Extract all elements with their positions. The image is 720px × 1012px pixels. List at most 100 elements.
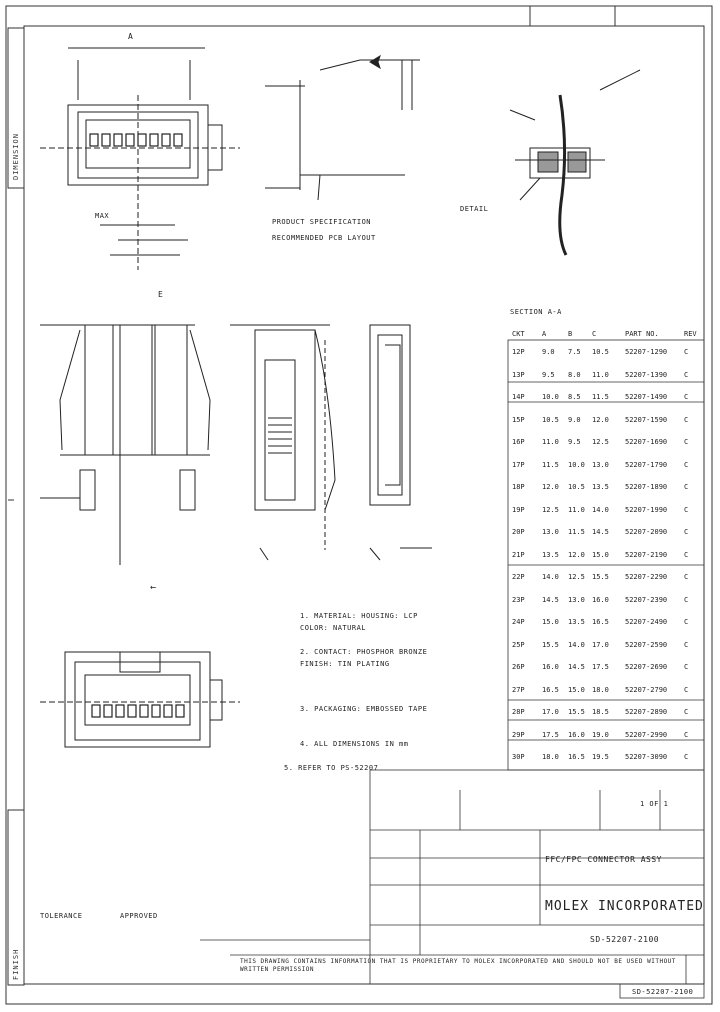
table-cell: C <box>684 618 689 626</box>
table-cell: 52207-1790 <box>625 460 668 469</box>
table-cell: C <box>684 415 689 424</box>
table-cell: 18P <box>512 483 525 491</box>
table-cell: 15.5 <box>568 708 585 716</box>
table-cell: 17P <box>512 460 525 469</box>
table-cell: 23P <box>512 595 525 604</box>
table-cell: 13P <box>512 370 525 379</box>
table-cell: 14P <box>512 393 525 401</box>
table-cell: 25P <box>512 640 525 649</box>
table-cell: 52207-2690 <box>625 663 668 671</box>
table-cell: C <box>684 438 689 446</box>
table-cell: 17.5 <box>592 663 609 671</box>
table-cell: 20P <box>512 528 525 536</box>
table-cell: 52207-2090 <box>625 528 668 536</box>
table-cell: 10.5 <box>568 483 585 491</box>
table-cell: 11.0 <box>592 370 609 379</box>
table-cell: 52207-2290 <box>625 573 668 581</box>
table-cell: 10.0 <box>542 393 559 401</box>
table-cell: 15.5 <box>542 640 559 649</box>
table-cell: 11.0 <box>568 505 585 514</box>
rear-view <box>40 651 240 748</box>
table-cell: 12.0 <box>568 550 585 559</box>
table-cell: 16.0 <box>592 595 609 604</box>
table-cell: 27P <box>512 685 525 694</box>
table-cell: 52207-1490 <box>625 393 668 401</box>
side-label: APPROVED <box>120 912 158 920</box>
drawing-description: FFC/FPC CONNECTOR ASSY <box>545 855 662 864</box>
sheet-number: 1 OF 1 <box>640 800 669 808</box>
note-line: 5. REFER TO PS-52207 <box>284 764 379 772</box>
table-cell: 52207-2890 <box>625 708 668 716</box>
table-cell: C <box>684 348 689 356</box>
table-cell: 16.5 <box>542 685 559 694</box>
table-cell: 19.5 <box>592 753 609 761</box>
table-cell: 11.5 <box>542 460 559 469</box>
note-line: 2. CONTACT: PHOSPHOR BRONZE <box>300 648 428 656</box>
table-cell: C <box>684 595 689 604</box>
table-cell: 52207-1390 <box>625 370 668 379</box>
table-cell: 52207-2190 <box>625 550 668 559</box>
pcb-layout-view <box>265 54 420 201</box>
table-cell: 9.5 <box>542 370 555 379</box>
table-cell: 15.0 <box>568 685 585 694</box>
table-cell: C <box>684 460 689 469</box>
table-cell: 14.5 <box>592 528 609 536</box>
side-label: FINISH <box>12 948 20 980</box>
table-cell: 10.5 <box>542 415 559 424</box>
front-view <box>40 47 240 270</box>
dim-label: MAX <box>95 212 110 220</box>
table-cell: 15.5 <box>592 573 609 581</box>
table-cell: 18.0 <box>592 685 609 694</box>
table-cell: 21P <box>512 550 525 559</box>
table-cell: 26P <box>512 663 525 671</box>
note-mark: E <box>158 290 164 299</box>
side-label: TOLERANCE <box>40 912 83 920</box>
outer-border <box>5 5 713 1005</box>
table-cell: 9.0 <box>568 415 581 424</box>
table-cell: C <box>684 640 689 649</box>
table-cell: 8.0 <box>568 370 581 379</box>
table-cell: 12.5 <box>542 505 559 514</box>
view-label-top: PRODUCT SPECIFICATION <box>272 218 372 226</box>
table-cell: C <box>684 483 689 491</box>
table-cell: 52207-2590 <box>625 640 668 649</box>
table-cell: 17.5 <box>542 730 559 739</box>
table-cell: 13.5 <box>542 550 559 559</box>
table-cell: 19P <box>512 505 525 514</box>
table-cell: C <box>684 753 689 761</box>
table-cell: 18.0 <box>542 753 559 761</box>
table-cell: C <box>684 528 689 536</box>
table-header-cell: B <box>568 330 573 338</box>
table-cell: 18.5 <box>592 708 609 716</box>
table-cell: 13.0 <box>592 460 609 469</box>
side-profile-right <box>369 324 432 561</box>
table-cell: 13.5 <box>592 483 609 491</box>
table-cell: 16.0 <box>542 663 559 671</box>
table-cell: 14.0 <box>542 573 559 581</box>
notes-block <box>200 939 370 956</box>
table-cell: 8.5 <box>568 393 581 401</box>
table-cell: 13.0 <box>568 595 585 604</box>
table-cell: 30P <box>512 753 525 761</box>
table-cell: 52207-2490 <box>625 618 668 626</box>
view-sublabel-top: RECOMMENDED PCB LAYOUT <box>272 234 376 242</box>
table-cell: 14.5 <box>542 595 559 604</box>
table-cell: 52207-1590 <box>625 415 668 424</box>
table-cell: 7.5 <box>568 348 581 356</box>
table-cell: 11.0 <box>542 438 559 446</box>
table-cell: C <box>684 730 689 739</box>
table-cell: 52207-2990 <box>625 730 668 739</box>
table-cell: 52207-1890 <box>625 483 668 491</box>
table-header-cell: PART NO. <box>625 330 659 338</box>
table-cell: 13.0 <box>542 528 559 536</box>
cross-section-detail <box>509 69 641 256</box>
table-cell: 11.5 <box>568 528 585 536</box>
table-cell: 24P <box>512 618 525 626</box>
table-cell: 10.5 <box>592 348 609 356</box>
table-cell: 22P <box>512 573 525 581</box>
side-label: DIMENSION <box>12 133 20 180</box>
table-cell: 52207-1990 <box>625 505 668 514</box>
table-cell: C <box>684 708 689 716</box>
note-line: FINISH: TIN PLATING <box>300 660 390 668</box>
profile-view <box>230 324 336 561</box>
